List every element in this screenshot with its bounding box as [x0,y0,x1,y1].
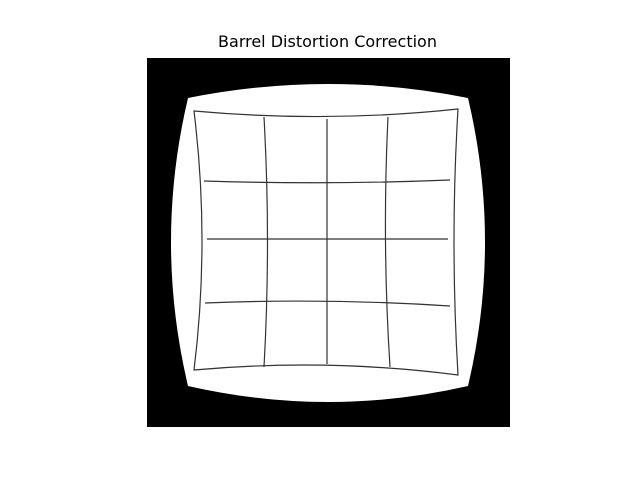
grid-vertical-line [263,116,269,368]
figure-title: Barrel Distortion Correction [218,32,437,51]
grid-lines [193,108,459,376]
grid-horizontal-line [203,179,451,184]
grid-vertical-line [384,116,391,368]
corrected-grid-image [147,58,510,427]
grid-horizontal-line [204,300,451,307]
grid-border [193,108,459,376]
image-panel [147,58,510,427]
image-field [171,84,485,402]
